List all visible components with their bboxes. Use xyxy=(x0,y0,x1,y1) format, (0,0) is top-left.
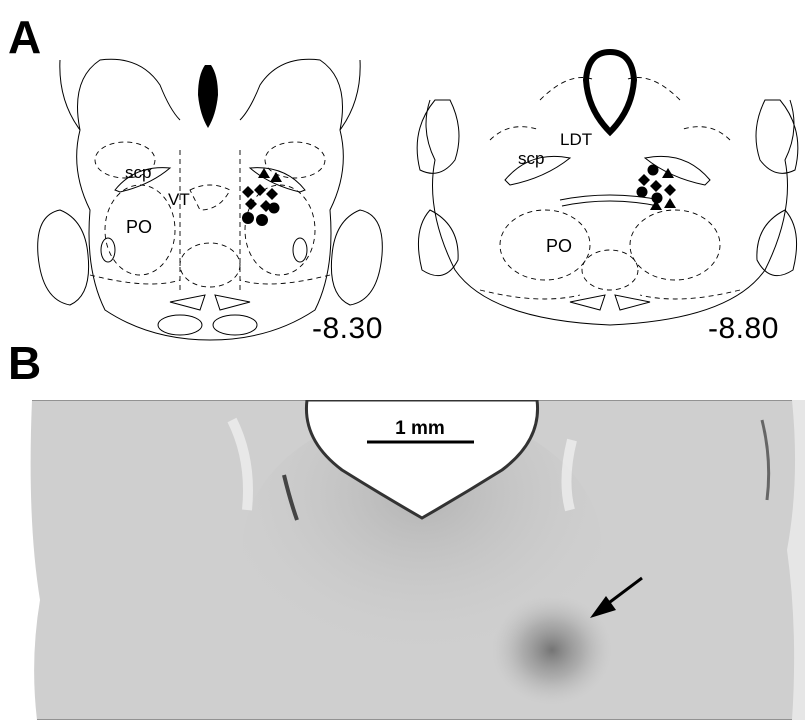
marker-diamond xyxy=(266,188,278,200)
marker-diamond xyxy=(664,184,676,196)
label-scp-right: scp xyxy=(518,149,544,168)
lateral-lobe-left xyxy=(417,100,459,173)
lateral-lobe-left-lower xyxy=(418,210,458,276)
marker-diamond xyxy=(638,174,650,186)
marker-triangle xyxy=(270,172,282,182)
marker-diamond xyxy=(245,198,257,210)
marker-circle xyxy=(269,203,280,214)
nucleus-outline xyxy=(582,250,638,290)
lateral-lobe-right xyxy=(331,210,382,305)
marker-diamond xyxy=(242,186,254,198)
scale-bar-label: 1 mm xyxy=(395,418,445,439)
marker-circle xyxy=(637,187,648,198)
marker-circle xyxy=(242,212,254,224)
label-po-left: PO xyxy=(126,217,152,237)
coronal-section-left: scp VT PO xyxy=(30,40,390,350)
nucleus-outline xyxy=(265,142,325,178)
injection-site xyxy=(492,595,612,705)
nucleus-outline xyxy=(190,185,230,210)
fiber-tract-right xyxy=(566,440,572,510)
lower-wedge-left xyxy=(170,295,205,310)
nucleus-outline xyxy=(180,150,240,290)
injection-markers-left xyxy=(242,168,282,226)
fourth-ventricle xyxy=(586,52,634,132)
marker-circle xyxy=(256,214,268,226)
nucleus-outline xyxy=(180,243,240,287)
label-scp-left: scp xyxy=(125,163,151,182)
nucleus-outline xyxy=(630,210,720,280)
label-ldt: LDT xyxy=(560,130,592,149)
oval-right xyxy=(293,238,307,262)
pyramid-left xyxy=(158,315,202,335)
lateral-lobe-right xyxy=(756,100,798,173)
lower-wedge-left xyxy=(570,295,605,310)
section-coordinate-left: -8.30 xyxy=(312,312,383,346)
marker-circle xyxy=(648,165,659,176)
section-coordinate-right: -8.80 xyxy=(708,312,779,346)
coronal-section-right: LDT scp PO xyxy=(410,40,805,350)
pyramid-right xyxy=(213,315,257,335)
nucleus-outline xyxy=(90,275,330,284)
nucleus-outline xyxy=(245,185,315,275)
marker-diamond xyxy=(650,180,662,192)
nucleus-outline xyxy=(480,290,740,299)
lower-wedge-right xyxy=(215,295,250,310)
marker-triangle xyxy=(258,168,270,178)
histology-photo: 1 mm xyxy=(22,400,805,720)
marker-diamond xyxy=(254,184,266,196)
label-po-right: PO xyxy=(546,236,572,256)
nucleus-outline xyxy=(500,210,590,280)
oval-left xyxy=(101,238,115,262)
lateral-lobe-left xyxy=(38,210,89,305)
lower-wedge-right xyxy=(615,295,650,310)
midline-fibers xyxy=(560,195,660,206)
marker-triangle xyxy=(664,198,676,208)
tectum-left-lobe xyxy=(78,59,181,130)
label-vt: VT xyxy=(168,190,190,209)
marker-triangle xyxy=(662,168,674,178)
tectum-right-lobe xyxy=(240,59,343,130)
aqueduct xyxy=(198,65,218,128)
